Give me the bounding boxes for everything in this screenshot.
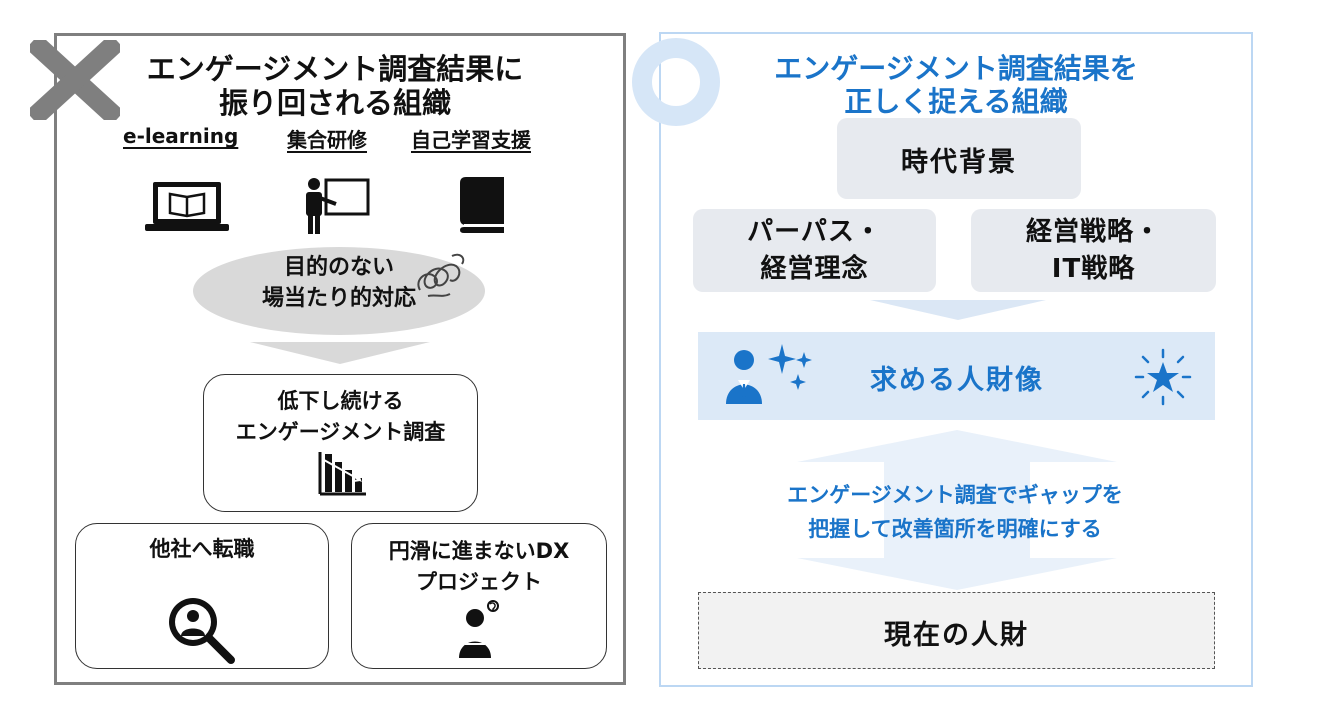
book-icon: [460, 177, 504, 233]
oval-line1: 目的のない: [283, 255, 394, 280]
purpose-line2: 経営理念: [760, 254, 869, 284]
strategy-line2: IT戦略: [1051, 254, 1136, 284]
declining-bar-chart-icon: [318, 452, 366, 496]
right-title-line1: エンゲージメント調査結果を: [774, 52, 1138, 85]
turnover-box: [75, 523, 329, 669]
dx-line2: プロジェクト: [416, 570, 542, 594]
strategy-box: [971, 209, 1216, 292]
purpose-box: [693, 209, 936, 292]
aimless-response-oval: [193, 247, 485, 335]
circle-mark-icon: [632, 38, 720, 126]
aimless-response-text: 目的のない 場当たり的対応: [193, 252, 485, 314]
sparkles-icon: [768, 344, 812, 390]
decline-line1: 低下し続ける: [277, 389, 404, 413]
left-title-line1: エンゲージメント調査結果に: [146, 52, 524, 86]
laptop-book-icon: [145, 182, 229, 231]
teacher-board-icon: [306, 178, 370, 234]
tangled-thought-icon: [417, 253, 465, 297]
business-person-icon: [726, 350, 762, 404]
ideal-talent-band: [698, 332, 1215, 420]
cross-mark-icon: [30, 40, 120, 120]
turnover-text: 他社へ転職: [149, 537, 255, 561]
stalled-dx-text: 円滑に進まないDX プロジェクト: [351, 536, 607, 598]
right-title: エンゲージメント調査結果を 正しく捉える組織: [700, 52, 1212, 118]
declining-engagement-text: 低下し続ける エンゲージメント調査: [203, 386, 478, 448]
method-self-study: 自己学習支援: [411, 128, 531, 152]
era-background-box: [837, 118, 1081, 199]
gap-double-arrow: [797, 430, 1117, 590]
ideal-talent-text: 求める人財像: [870, 365, 1044, 396]
down-arrow-left: [250, 342, 430, 364]
gap-line2: 把握して改善箇所を明確にする: [808, 517, 1102, 541]
gap-analysis-text: エンゲージメント調査でギャップを 把握して改善箇所を明確にする: [722, 478, 1188, 546]
right-title-line2: 正しく捉える組織: [844, 85, 1068, 118]
dx-line1: 円滑に進まないDX: [388, 539, 570, 563]
left-title-line2: 振り回される組織: [218, 86, 451, 120]
gap-line1: エンゲージメント調査でギャップを: [787, 483, 1123, 507]
method-elearning: e-learning: [123, 124, 239, 148]
down-arrow-right: [870, 300, 1046, 320]
magnifier-person-icon: [169, 598, 235, 664]
shining-star-icon: [1134, 348, 1192, 406]
strategy-line1: 経営戦略・: [1025, 217, 1161, 247]
current-talent-box: [698, 592, 1215, 669]
worried-person-icon: [459, 600, 499, 658]
method-group-training: 集合研修: [287, 128, 367, 152]
decline-line2: エンゲージメント調査: [235, 420, 446, 444]
purpose-text: パーパス・ 経営理念: [693, 214, 936, 288]
current-talent-text: 現在の人財: [884, 620, 1029, 651]
purpose-line1: パーパス・: [747, 217, 882, 247]
strategy-text: 経営戦略・ IT戦略: [971, 214, 1216, 288]
era-background-text: 時代背景: [901, 147, 1017, 178]
oval-line2: 場当たり的対応: [261, 286, 416, 311]
left-title: エンゲージメント調査結果に 振り回される組織: [100, 52, 570, 120]
